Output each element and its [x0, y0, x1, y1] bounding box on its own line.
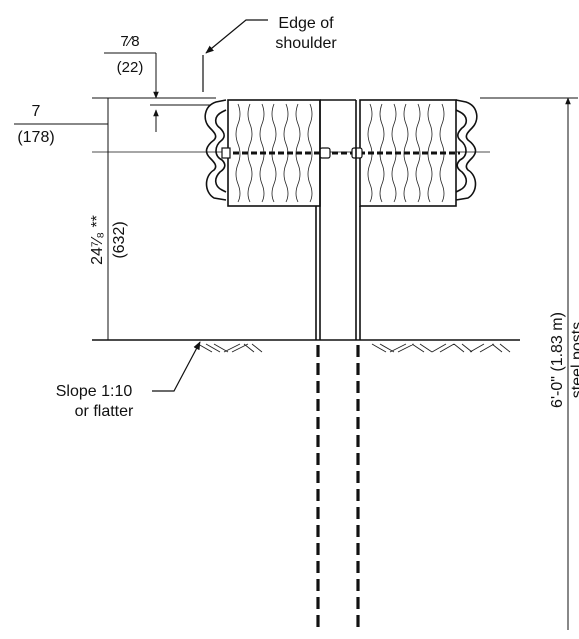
- post-length-line2: steel posts: [569, 322, 579, 398]
- post-length-dimension: 6'-0" (1.83 m) steel posts: [549, 97, 579, 630]
- rail-dim-mm: (178): [17, 129, 54, 146]
- bolt-head-left: [221, 147, 231, 159]
- offset-dimension: 7⁄8 (22): [104, 33, 210, 132]
- ground-hatch: [197, 343, 511, 353]
- bolt-assembly: [221, 147, 460, 159]
- slope-line1: Slope 1:10: [56, 383, 133, 400]
- mounting-height-dimension: 24⁷⁄₈ ** (632): [89, 215, 128, 265]
- height-dim-mm: (632): [111, 221, 128, 258]
- steel-post: [315, 99, 361, 630]
- edge-label-line1: Edge of: [278, 15, 334, 32]
- right-rail-profile: [455, 99, 478, 201]
- right-rail-inner: [455, 109, 468, 193]
- left-rail-inner: [214, 109, 227, 193]
- slope-leader-arrow: [152, 341, 201, 392]
- bolt-nut-center-right: [351, 147, 363, 159]
- ground-line: [92, 339, 520, 353]
- edge-of-shoulder-callout: Edge of shoulder: [202, 15, 337, 92]
- height-dim: 24⁷⁄₈ **: [89, 215, 106, 265]
- edge-label-line2: shoulder: [275, 35, 337, 52]
- edge-leader-arrow: [205, 19, 268, 54]
- left-rail-profile: [204, 99, 227, 201]
- slope-line2: or flatter: [75, 403, 134, 420]
- post-length-line1: 6'-0" (1.83 m): [549, 312, 566, 408]
- offset-fraction: 7⁄8: [120, 33, 139, 50]
- slope-callout: Slope 1:10 or flatter: [56, 341, 201, 420]
- offset-mm: (22): [117, 59, 144, 76]
- rail-dim: 7: [32, 103, 41, 120]
- rail-height-dimension: 7 (178): [14, 98, 109, 340]
- bolt-nut-center-left: [319, 147, 331, 159]
- w-beam-rails: [204, 99, 478, 201]
